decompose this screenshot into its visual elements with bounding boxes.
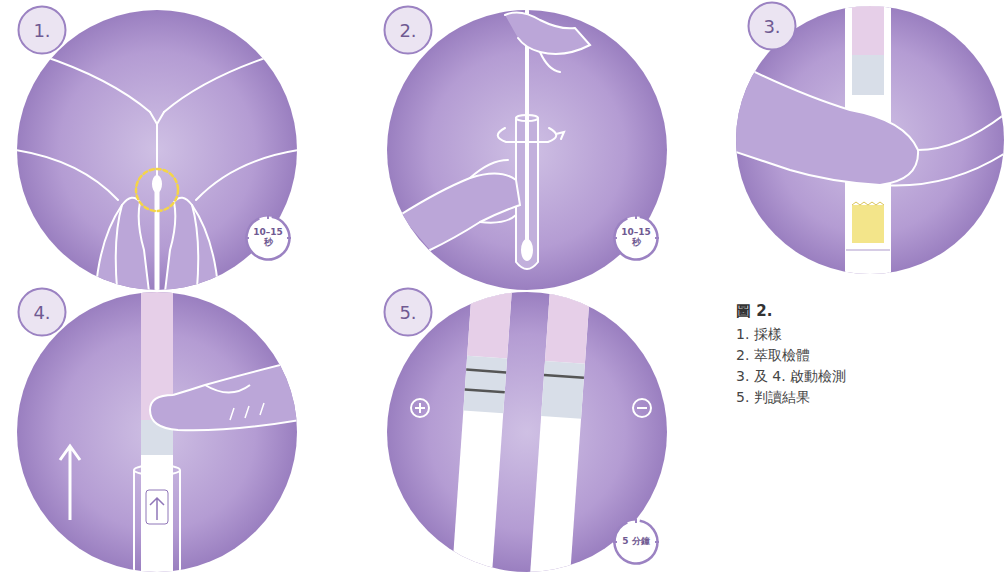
timer-badge: 10–15 秒 (245, 215, 291, 261)
timer-label: 10–15 秒 (621, 228, 651, 248)
extraction-figure (400, 5, 590, 269)
activation-figure (60, 280, 300, 574)
activation-figure (730, 0, 1007, 285)
timer-badge: 10–15 秒 (613, 215, 659, 261)
step-number-badge: 1. (17, 5, 67, 55)
step-caption: 5. 判讀結果 (736, 389, 810, 407)
step-number: 5. (399, 302, 416, 323)
step-number-badge: 2. (383, 5, 433, 55)
timer-label: 5 分鐘 (622, 537, 649, 547)
timer-badge: 5 分鐘 (613, 519, 659, 565)
result-figure (411, 266, 651, 574)
step-number: 1. (33, 20, 50, 41)
step-number: 2. (399, 20, 416, 41)
step-number: 4. (33, 302, 50, 323)
step-caption: 2. 萃取檢體 (736, 347, 810, 365)
panel-disc (387, 292, 667, 572)
step-number-badge: 3. (747, 1, 797, 51)
step-number-badge: 4. (17, 287, 67, 337)
step-number-badge: 5. (383, 287, 433, 337)
step-number: 3. (763, 16, 780, 37)
sampling-figure (15, 55, 299, 300)
timer-label: 10–15 秒 (253, 228, 283, 248)
figure-title: 圖 2. (736, 302, 772, 321)
step-caption: 3. 及 4. 啟動檢測 (736, 368, 846, 386)
step-caption: 1. 採樣 (736, 326, 782, 344)
